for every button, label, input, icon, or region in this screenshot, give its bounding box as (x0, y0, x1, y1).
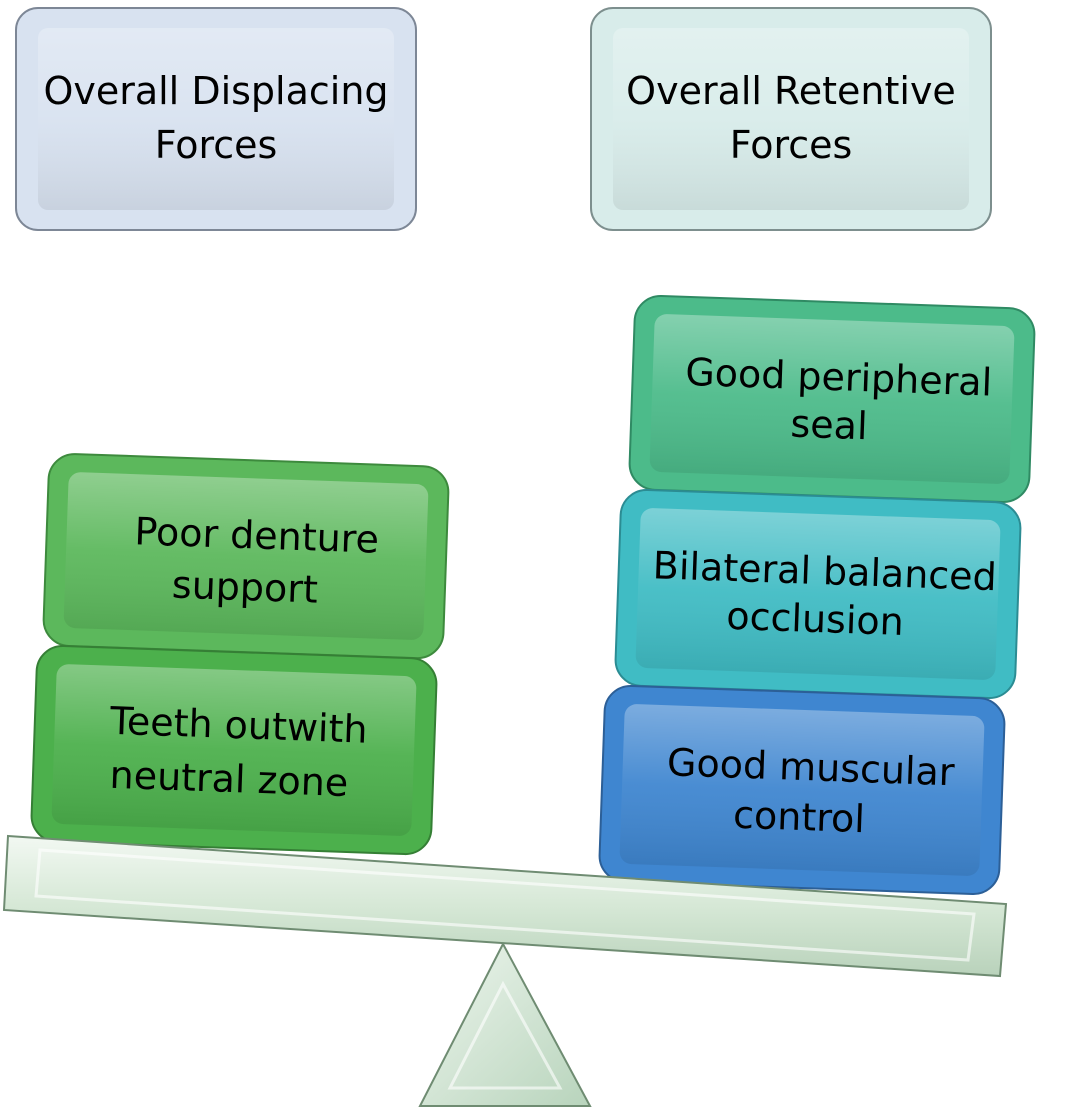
beam-body (2, 834, 1008, 978)
header-left-bevel (38, 28, 394, 210)
header-right-bevel (613, 28, 969, 210)
beam-bevel (34, 848, 976, 962)
box-poor-denture-support-bevel (63, 472, 429, 640)
box-teeth-outwith-bevel (51, 664, 417, 836)
box-poor-denture-support-line-1: Poor denture (134, 509, 380, 562)
fulcrum (418, 941, 592, 1107)
header-displacing: Overall Displacing Forces (15, 7, 417, 231)
header-left-line-2: Forces (155, 123, 278, 167)
box-bilateral-occlusion-bevel (635, 508, 1001, 680)
box-muscular-control-line-1: Good muscular (666, 740, 955, 794)
fulcrum-bevel (447, 980, 563, 1090)
box-teeth-outwith-line-1: Teeth outwith (108, 699, 368, 752)
header-right-line-1: Overall Retentive (626, 69, 956, 113)
box-poor-denture-support-line-2: support (171, 563, 318, 612)
box-poor-denture-support: Poor denture support (42, 453, 450, 660)
box-muscular-control: Good muscular control (598, 684, 1006, 896)
box-teeth-outwith: Teeth outwith neutral zone (30, 645, 438, 856)
box-bilateral-occlusion: Bilateral balanced occlusion (614, 488, 1022, 700)
box-bilateral-occlusion-line-2: occlusion (726, 594, 905, 644)
box-peripheral-seal-line-1: Good peripheral (685, 350, 993, 405)
fulcrum-triangle (418, 941, 592, 1107)
box-teeth-outwith-line-2: neutral zone (109, 753, 349, 805)
header-retentive: Overall Retentive Forces (590, 7, 992, 231)
box-peripheral-seal: Good peripheral seal (628, 294, 1036, 504)
box-muscular-control-line-2: control (732, 793, 865, 842)
header-left-line-1: Overall Displacing (43, 69, 388, 113)
box-peripheral-seal-line-2: seal (790, 402, 869, 449)
header-right-line-2: Forces (730, 123, 853, 167)
balance-beam (2, 834, 1008, 978)
box-muscular-control-bevel (619, 704, 985, 876)
box-peripheral-seal-bevel (649, 314, 1015, 484)
